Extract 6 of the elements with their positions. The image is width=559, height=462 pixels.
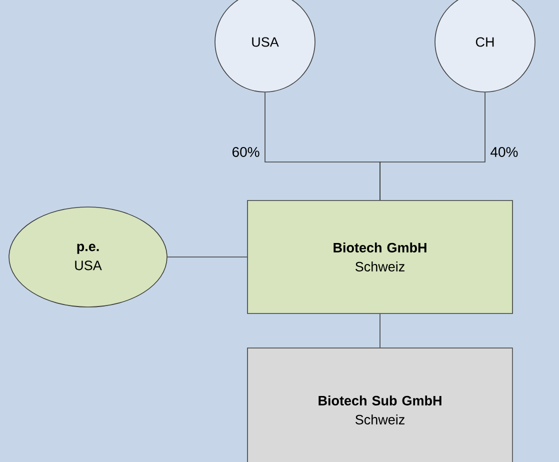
edge-label: 40%	[489, 146, 520, 158]
connector-line	[380, 92, 486, 200]
edge-label: 60%	[230, 146, 261, 158]
company-box: Biotech GmbH Schweiz	[247, 200, 513, 314]
subsidiary-box: Biotech Sub GmbH Schweiz	[247, 348, 513, 462]
connector-line	[167, 256, 248, 258]
